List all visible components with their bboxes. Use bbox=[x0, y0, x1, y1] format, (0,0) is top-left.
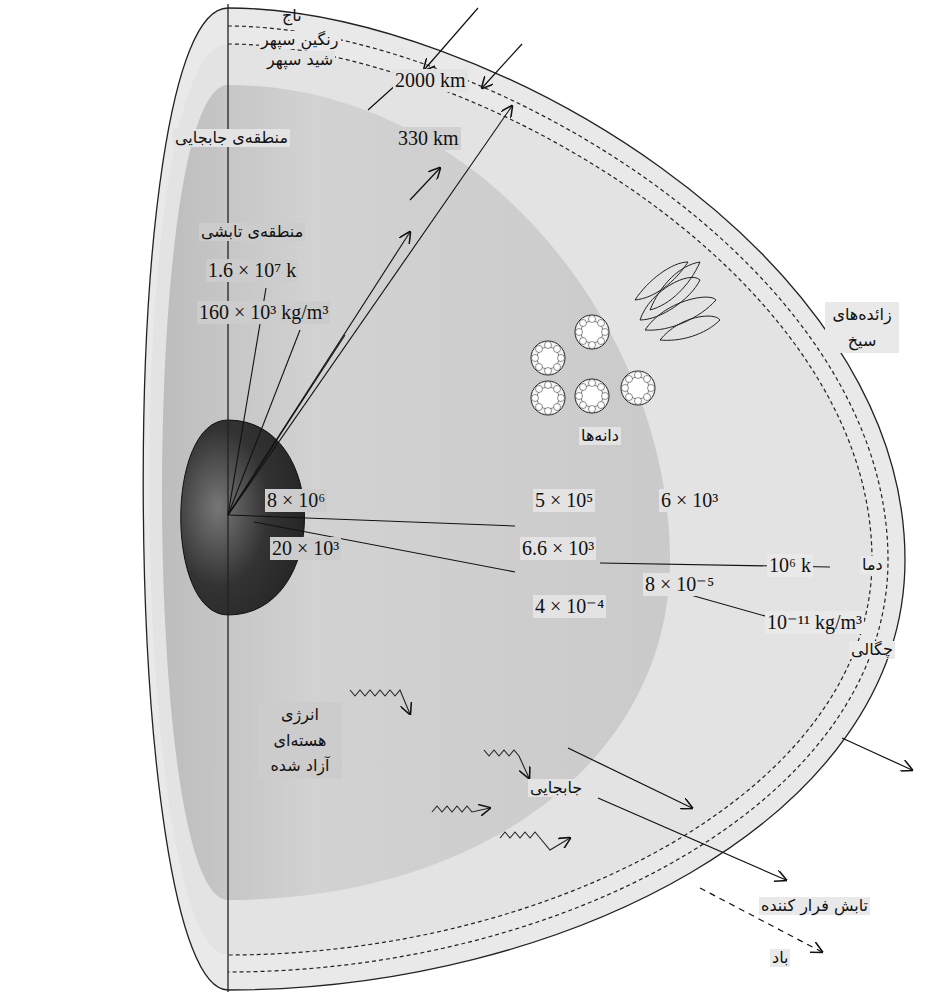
value-label: 10⁶ k bbox=[767, 554, 813, 577]
persian-label: دانه‌ها bbox=[579, 427, 621, 445]
radiation-zone bbox=[162, 85, 670, 900]
value-label: 10⁻¹¹ kg/m³ bbox=[765, 611, 864, 634]
persian-label: تابش فرار کننده bbox=[759, 897, 870, 915]
value-label: 6.6 × 10³ bbox=[520, 537, 596, 560]
arrow bbox=[482, 44, 522, 88]
persian-label: رنگین سپهر bbox=[259, 31, 341, 49]
persian-label: باد bbox=[770, 949, 790, 967]
axis-line bbox=[227, 4, 228, 992]
arrow bbox=[424, 8, 478, 70]
persian-label: زائده‌های سیخ bbox=[825, 302, 899, 353]
value-label: 5 × 10⁵ bbox=[533, 489, 595, 512]
chromosphere-boundary bbox=[228, 26, 888, 972]
leader-lines bbox=[228, 106, 830, 618]
persian-label: جابجایی bbox=[528, 779, 584, 797]
persian-label: منطقه‌ی جابجایی bbox=[173, 129, 290, 147]
value-label: 2000 km bbox=[393, 69, 468, 92]
sun-outline bbox=[143, 8, 905, 990]
persian-label: منطقه‌ی تابشی bbox=[199, 223, 305, 241]
persian-label: دما bbox=[860, 556, 885, 574]
value-label: 1.6 × 10⁷ k bbox=[206, 259, 298, 282]
value-label: 20 × 10³ bbox=[270, 537, 341, 560]
persian-label: چگالی bbox=[849, 641, 895, 659]
wavy-arrows bbox=[350, 690, 570, 850]
photosphere-boundary bbox=[228, 44, 872, 955]
radiation-arrows bbox=[568, 738, 912, 952]
value-label: 6 × 10³ bbox=[659, 489, 720, 512]
value-label: 330 km bbox=[396, 127, 461, 150]
value-label: 8 × 10⁻⁵ bbox=[643, 573, 716, 596]
persian-label: انرژی هسته‌ای آزاد شده bbox=[258, 702, 342, 779]
spicules bbox=[635, 262, 720, 340]
value-label: 160 × 10³ kg/m³ bbox=[197, 301, 330, 324]
value-label: 4 × 10⁻⁴ bbox=[533, 595, 606, 618]
value-label: 8 × 10⁶ bbox=[265, 489, 327, 512]
persian-label: شید سپهر bbox=[265, 51, 335, 69]
arrow bbox=[410, 168, 440, 200]
persian-label: تاج bbox=[280, 7, 304, 25]
convection-zone bbox=[149, 44, 872, 955]
